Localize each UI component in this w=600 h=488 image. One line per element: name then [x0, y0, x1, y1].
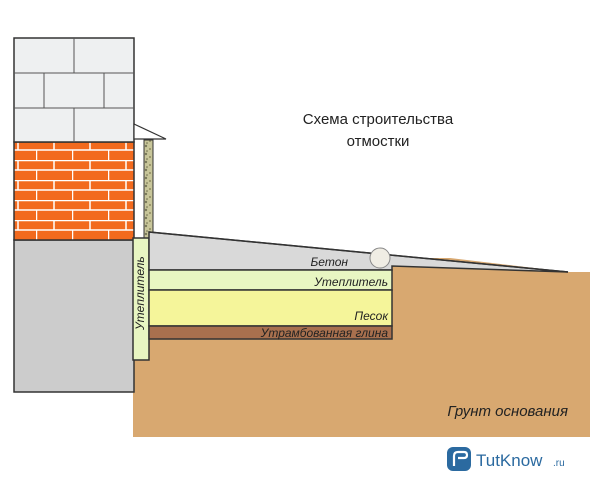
- drain-pipe: [369, 247, 391, 269]
- insulation-vertical-label: Утеплитель: [133, 256, 147, 331]
- diagram-title-line1: Схема строительства: [303, 111, 454, 128]
- drip-ledge: [133, 123, 167, 140]
- clay-label: Утрамбованная глина: [260, 326, 389, 340]
- block-wall: [13, 37, 135, 143]
- tutknow-brand: TutKnow: [476, 451, 543, 470]
- insulation-label: Утеплитель: [313, 275, 388, 289]
- diagram-title-line2: отмостки: [347, 133, 410, 150]
- brick-wall: [13, 141, 135, 241]
- wall-gravel-strip: [143, 139, 154, 239]
- sand-label: Песок: [354, 309, 389, 323]
- foundation: [13, 239, 135, 393]
- clay-layer: [148, 325, 393, 340]
- sand-layer: [148, 289, 393, 327]
- tutknow-suffix: .ru: [553, 458, 565, 469]
- ground-label: Грунт основания: [447, 403, 568, 420]
- concrete-label: Бетон: [311, 255, 349, 269]
- tutknow-logo: TutKnow .ru: [447, 447, 565, 471]
